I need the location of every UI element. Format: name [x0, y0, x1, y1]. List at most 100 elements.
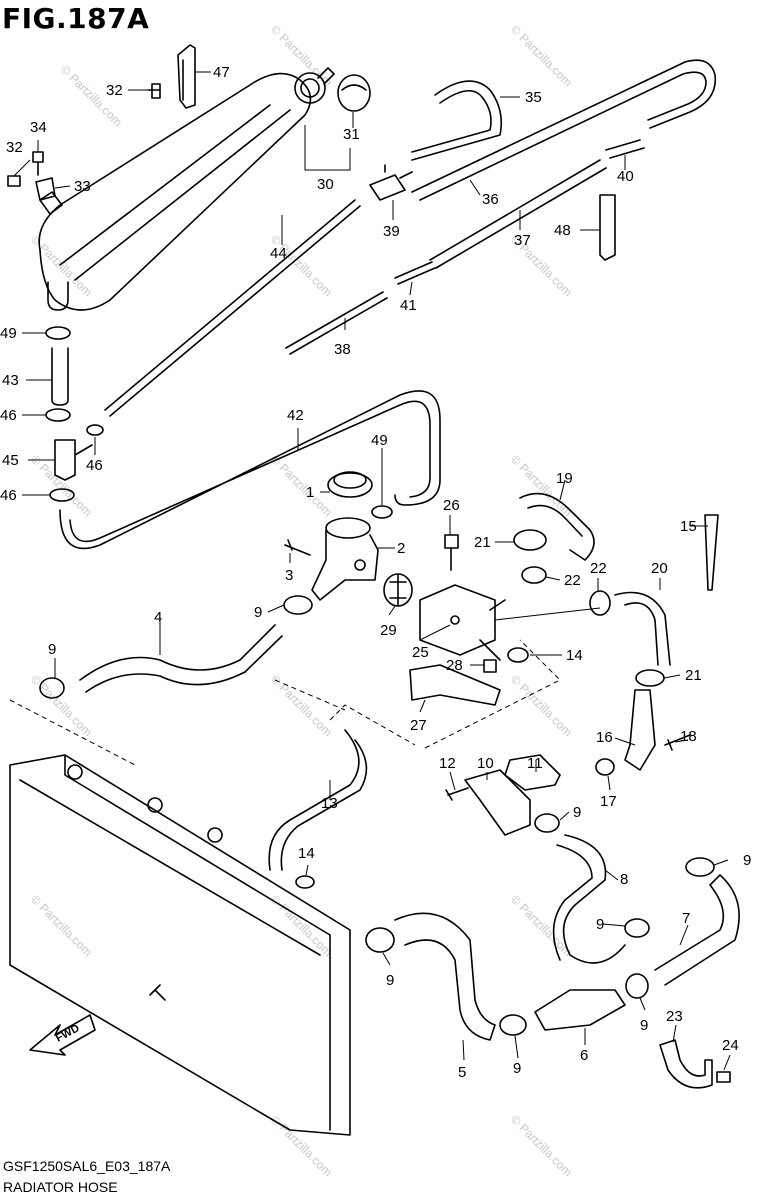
- bracket-48: [599, 194, 616, 261]
- clamp-49-left: [45, 326, 71, 340]
- callout-1: 1: [306, 484, 314, 501]
- callout-9: 9: [254, 604, 262, 621]
- callout-5: 5: [458, 1064, 466, 1081]
- radiator-cap-1: [327, 471, 373, 498]
- figure-title: FIG.187A: [2, 2, 150, 35]
- clamp-9-hose8-lower: [624, 918, 650, 938]
- bolt-32-top: [147, 83, 161, 99]
- callout-28: 28: [446, 657, 463, 674]
- hose-8: [552, 834, 626, 964]
- callout-44: 44: [270, 245, 287, 262]
- callout-14: 14: [298, 845, 315, 862]
- pipe-16: [624, 689, 656, 771]
- reservoir-tank: [38, 67, 335, 311]
- clamp-9-left: [39, 677, 65, 699]
- callout-48: 48: [554, 222, 571, 239]
- hose-5: [394, 912, 496, 1041]
- callout-49: 49: [0, 325, 17, 342]
- callout-49: 49: [371, 432, 388, 449]
- callout-9: 9: [743, 852, 751, 869]
- clamp-49-right: [371, 505, 393, 519]
- bolt-34: [32, 151, 44, 176]
- callout-32: 32: [106, 82, 123, 99]
- callout-22: 22: [564, 572, 581, 589]
- watermark: © Partzilla.com: [508, 1112, 575, 1179]
- bolt-3: [284, 539, 311, 556]
- connector-40: [605, 139, 645, 159]
- gasket-11: [504, 754, 561, 791]
- bolt-12: [445, 787, 469, 801]
- hose-38: [285, 291, 388, 355]
- clamp-14-upper: [507, 647, 529, 663]
- callout-18: 18: [680, 728, 697, 745]
- hose-20: [614, 591, 671, 666]
- clamp-9-pipe6: [625, 973, 649, 999]
- callout-labels: 47 32 34 32 33 31 30 35 36 37 40 48 39 4…: [0, 64, 751, 1081]
- clamp-22-upper: [521, 566, 547, 584]
- watermark: © Partzilla.com: [28, 892, 95, 959]
- thermostat-29: [383, 573, 413, 607]
- pipe-6: [534, 989, 626, 1031]
- figure-code: GSF1250SAL6_E03_187A: [3, 1158, 171, 1174]
- watermark: © Partzilla.com: [28, 232, 95, 299]
- callout-25: 25: [412, 644, 429, 661]
- hose-7: [654, 874, 740, 986]
- callout-31: 31: [343, 126, 360, 143]
- callout-7: 7: [682, 910, 690, 927]
- bolt-24: [716, 1071, 731, 1083]
- callout-3: 3: [285, 567, 293, 584]
- watermark: © Partzilla.com: [268, 672, 335, 739]
- clamp-9-hose4: [283, 595, 313, 615]
- callout-30: 30: [317, 176, 334, 193]
- clamp-9-hose5: [365, 927, 395, 953]
- bracket-47: [177, 44, 196, 109]
- callout-38: 38: [334, 341, 351, 358]
- tjoint-45: [54, 439, 93, 481]
- fitting-10: [464, 769, 531, 836]
- group-outline-hose13: [329, 704, 416, 746]
- hose-19: [519, 492, 595, 561]
- callout-35: 35: [525, 89, 542, 106]
- callout-13: 13: [321, 795, 338, 812]
- thermostat-housing-25: [419, 584, 506, 661]
- bracket-33: [35, 177, 56, 201]
- callout-46: 46: [0, 487, 17, 504]
- callout-41: 41: [400, 297, 417, 314]
- callout-33: 33: [74, 178, 91, 195]
- callout-9: 9: [386, 972, 394, 989]
- callout-22: 22: [590, 560, 607, 577]
- callout-17: 17: [600, 793, 617, 810]
- cap-31: [337, 74, 371, 112]
- callout-12: 12: [439, 755, 456, 772]
- callout-15: 15: [680, 518, 697, 535]
- clamp-46-right: [86, 424, 104, 436]
- callout-9: 9: [640, 1017, 648, 1034]
- group-outline-thermostat: [9, 639, 561, 766]
- callout-9: 9: [513, 1060, 521, 1077]
- callout-21: 21: [474, 534, 491, 551]
- callout-26: 26: [443, 497, 460, 514]
- watermark: © Partzilla.com: [508, 892, 575, 959]
- callout-45: 45: [2, 452, 19, 469]
- callout-47: 47: [213, 64, 230, 81]
- watermark: © Partzilla.com: [268, 892, 335, 959]
- clamp-21-lower: [635, 669, 665, 687]
- callout-46: 46: [86, 457, 103, 474]
- callout-9: 9: [48, 641, 56, 658]
- watermark: © Partzilla.com: [508, 22, 575, 89]
- leader-lines: [13, 71, 731, 1071]
- callout-21: 21: [685, 667, 702, 684]
- callout-27: 27: [410, 717, 427, 734]
- hose-43: [51, 347, 69, 406]
- callout-10: 10: [477, 755, 494, 772]
- bracket-27: [409, 664, 501, 706]
- clamp-22-right: [589, 590, 611, 616]
- radiator: [9, 754, 351, 1136]
- callout-39: 39: [383, 223, 400, 240]
- bracket-23: [659, 1039, 713, 1089]
- callout-2: 2: [397, 540, 405, 557]
- filler-neck-2: [311, 517, 379, 601]
- watermark: © Partzilla.com: [268, 22, 335, 89]
- connector-41: [394, 261, 436, 285]
- oring-17: [595, 758, 615, 776]
